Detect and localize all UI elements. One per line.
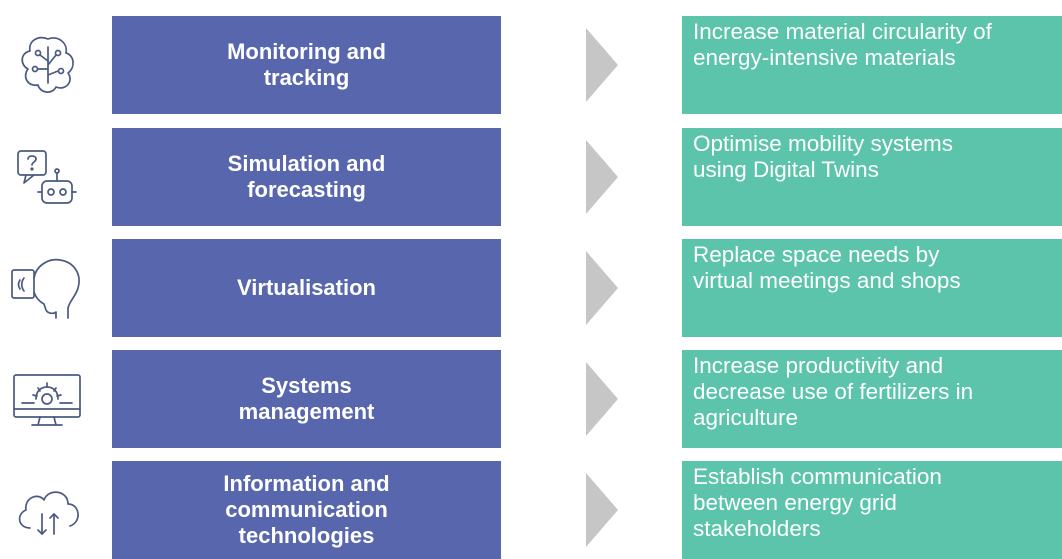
chevron-arrow [586, 473, 618, 547]
cloud-transfer-icon [8, 470, 88, 550]
row-simulation: Simulation and forecasting Optimise mobi… [0, 128, 1062, 226]
chevron-arrow [586, 28, 618, 102]
outcome-label: Increase productivity and decrease use o… [693, 353, 974, 430]
category-box: Systems management [112, 350, 501, 448]
row-monitoring: Monitoring and tracking Increase materia… [0, 16, 1062, 114]
row-ict: Information and communication technologi… [0, 461, 1062, 559]
monitor-gear-icon [8, 359, 88, 439]
vr-headset-head-icon [8, 248, 88, 328]
outcome-box: Increase productivity and decrease use o… [682, 350, 1062, 448]
chevron-arrow [586, 140, 618, 214]
outcome-label: Increase material circularity of energy-… [693, 19, 992, 70]
category-label: Information and communication technologi… [223, 471, 390, 548]
outcome-box: Optimise mobility systems using Digital … [682, 128, 1062, 226]
category-box: Simulation and forecasting [112, 128, 501, 226]
row-systems: Systems management Increase productivity… [0, 350, 1062, 448]
category-label: Systems management [238, 373, 375, 424]
circuit-brain-icon [8, 25, 88, 105]
outcome-label: Optimise mobility systems using Digital … [693, 131, 954, 182]
category-label: Virtualisation [237, 275, 376, 300]
outcome-label: Replace space needs by virtual meetings … [693, 242, 961, 293]
category-box: Virtualisation [112, 239, 501, 337]
category-box: Information and communication technologi… [112, 461, 501, 559]
outcome-box: Replace space needs by virtual meetings … [682, 239, 1062, 337]
row-virtualisation: Virtualisation Replace space needs by vi… [0, 239, 1062, 337]
category-box: Monitoring and tracking [112, 16, 501, 114]
chevron-arrow [586, 362, 618, 436]
outcome-box: Establish communication between energy g… [682, 461, 1062, 559]
outcome-label: Establish communication between energy g… [693, 464, 942, 541]
category-label: Monitoring and tracking [227, 39, 386, 90]
category-label: Simulation and forecasting [227, 151, 386, 202]
robot-chat-icon [8, 137, 88, 217]
chevron-arrow [586, 251, 618, 325]
outcome-box: Increase material circularity of energy-… [682, 16, 1062, 114]
